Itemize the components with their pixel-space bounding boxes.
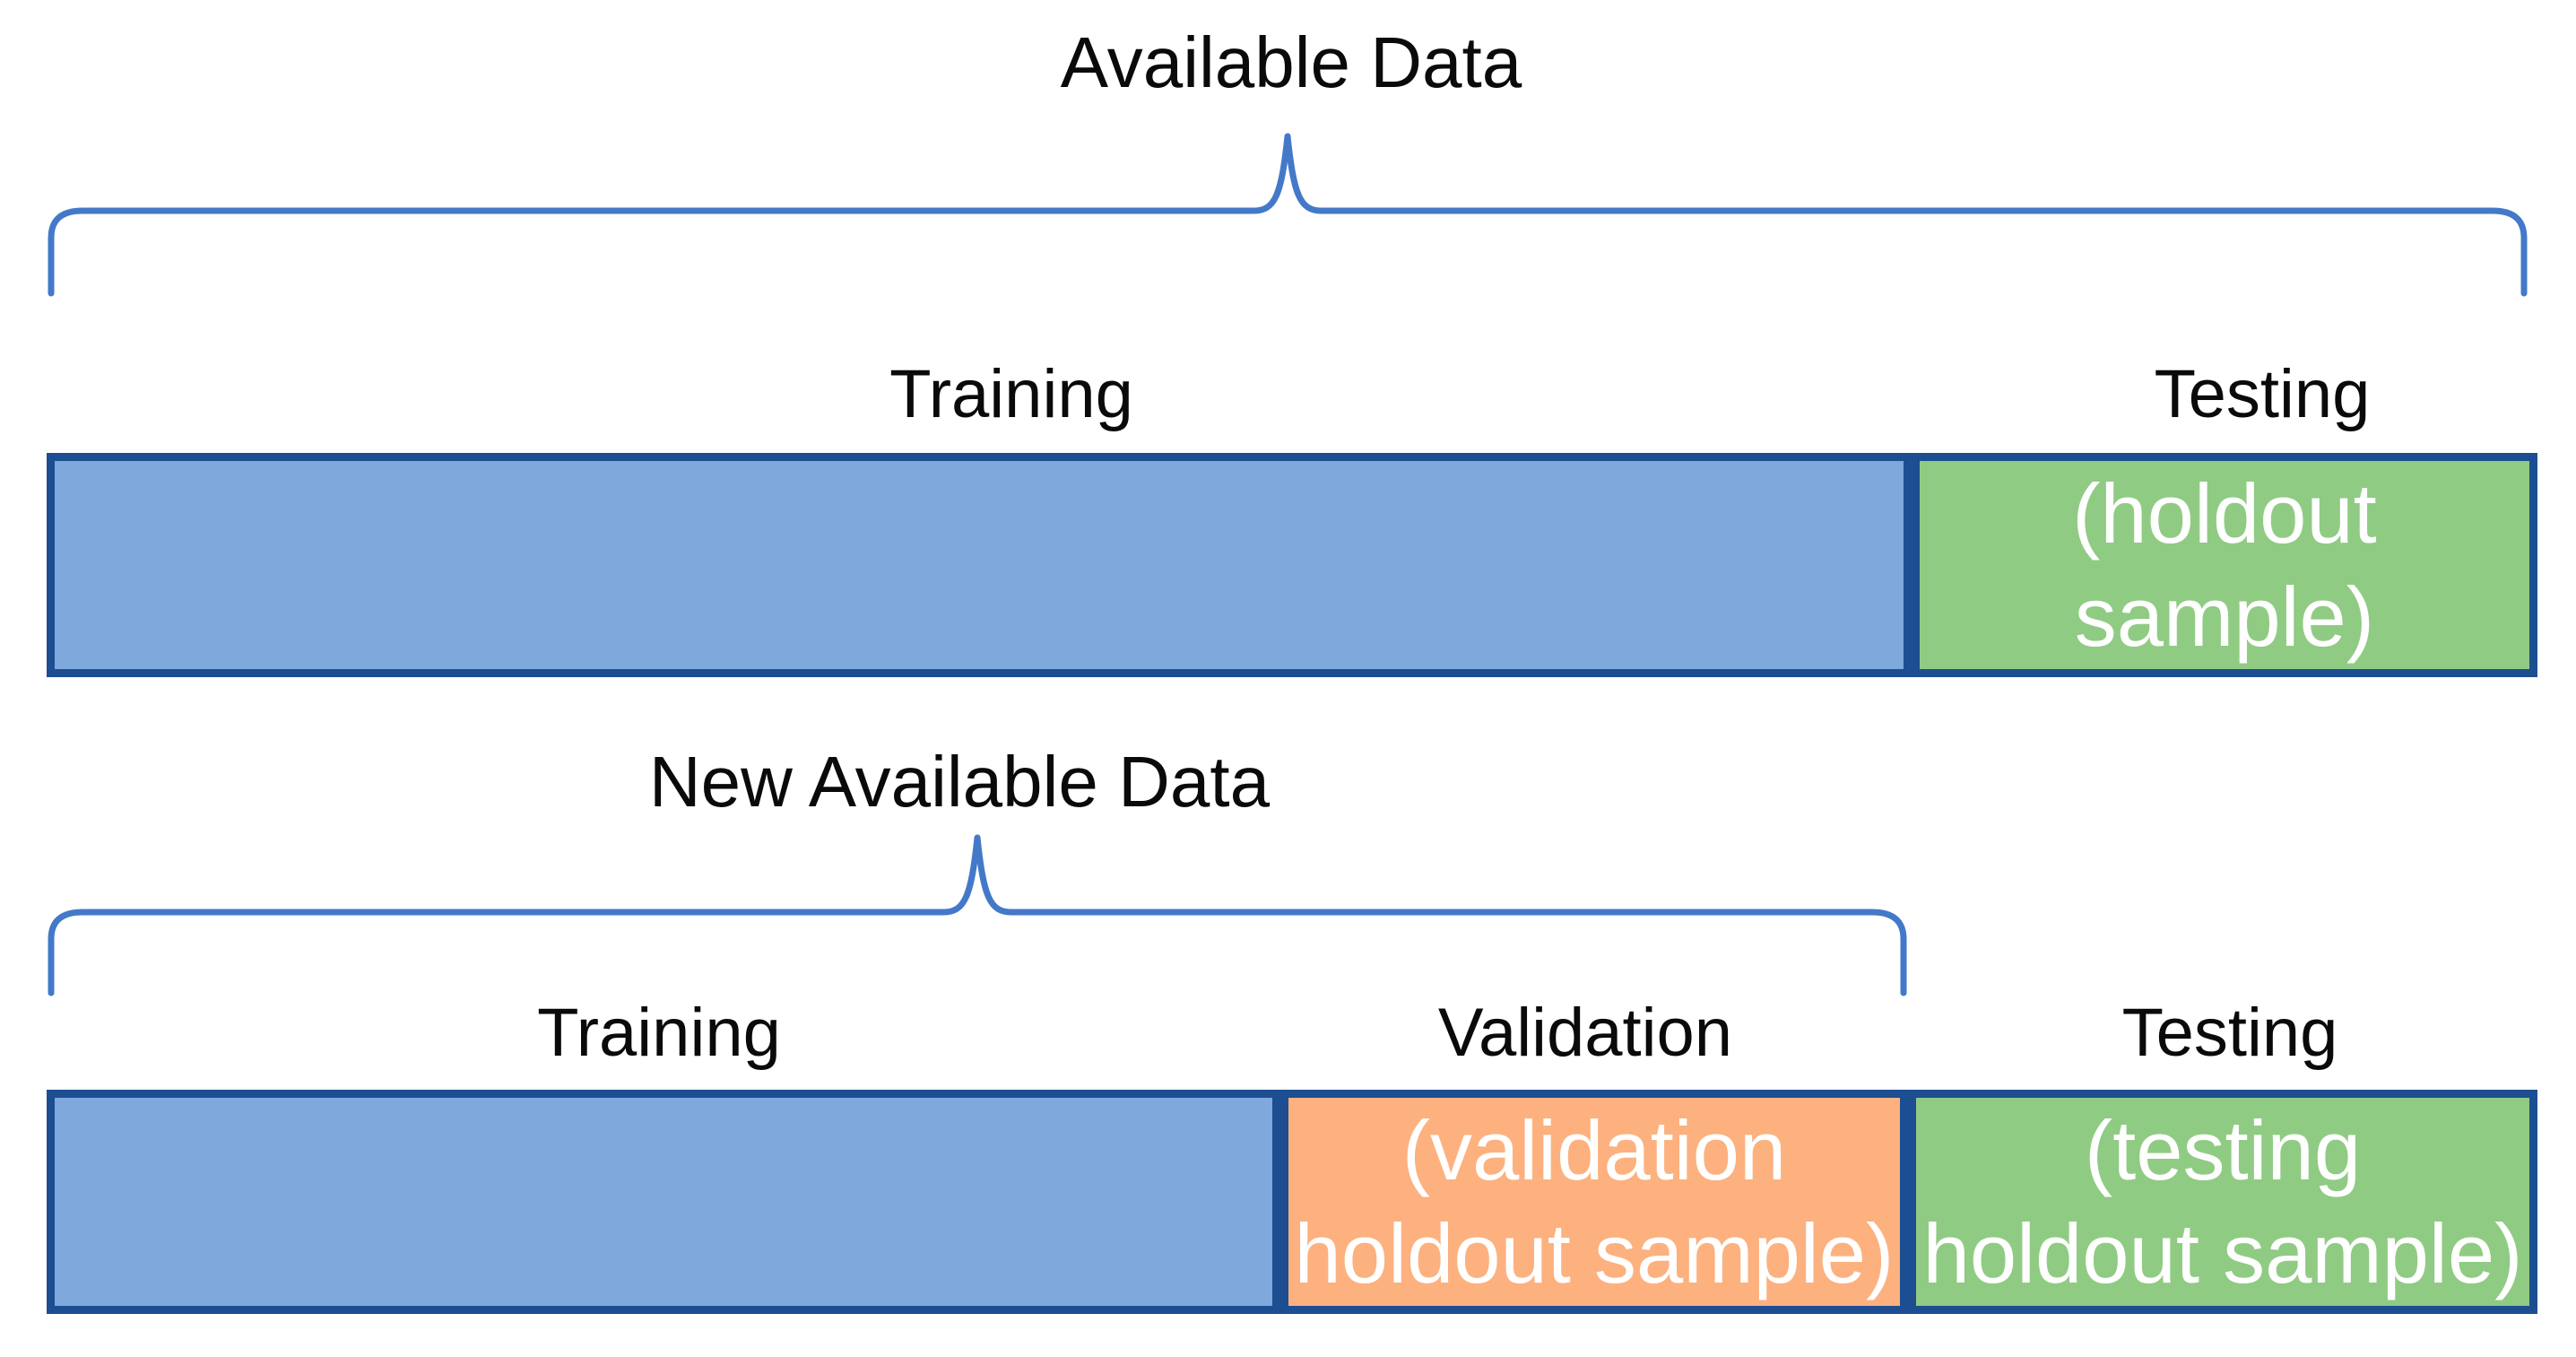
top-testing-box-line1: (holdout [2072, 466, 2377, 561]
bottom-testing-box-text: (testing holdout sample) [1923, 1099, 2523, 1305]
top-testing-label: Testing [2154, 356, 2371, 432]
top-testing-segment: (holdout sample) [1911, 453, 2537, 677]
bottom-validation-label: Validation [1437, 995, 1733, 1071]
bottom-training-segment [47, 1090, 1280, 1314]
bottom-testing-segment: (testing holdout sample) [1907, 1090, 2537, 1314]
bottom-validation-box-line2: holdout sample) [1294, 1206, 1895, 1300]
bottom-testing-box-line1: (testing [2084, 1103, 2362, 1197]
top-training-label: Training [889, 356, 1133, 432]
bottom-training-label: Training [537, 995, 781, 1071]
bottom-validation-box-text: (validation holdout sample) [1295, 1099, 1895, 1305]
top-bar: (holdout sample) [47, 453, 2537, 677]
bottom-validation-box-line1: (validation [1401, 1103, 1787, 1197]
top-title: Available Data [1060, 22, 1522, 102]
top-testing-box-line2: sample) [2074, 570, 2375, 664]
bottom-brace-icon [48, 834, 1907, 996]
bottom-title: New Available Data [648, 742, 1271, 822]
bottom-validation-segment: (validation holdout sample) [1279, 1090, 1908, 1314]
bottom-testing-label: Testing [2121, 995, 2338, 1071]
top-testing-box-text: (holdout sample) [2072, 462, 2377, 668]
bottom-testing-box-line2: holdout sample) [1922, 1206, 2523, 1300]
bottom-bar: (validation holdout sample) (testing hol… [47, 1090, 2537, 1314]
top-brace-icon [48, 133, 2528, 297]
top-training-segment [47, 453, 1912, 677]
